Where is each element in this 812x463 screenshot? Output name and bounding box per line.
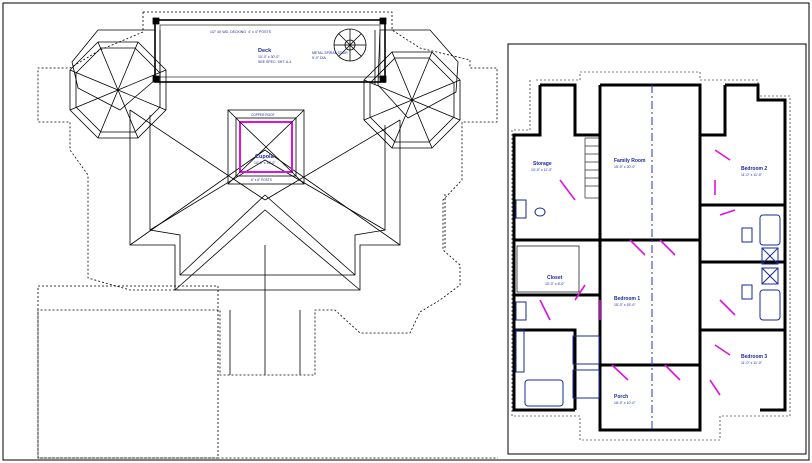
room-bedroom2-dim: 11'-0" x 11'-0" — [741, 173, 763, 177]
room-bedroom3-dim: 11'-0" x 11'-0" — [741, 361, 763, 365]
room-porch-dim: 16'-0" x 10'-0" — [614, 401, 636, 405]
room-storage-dim: 10'-0" x 11'-0" — [531, 168, 553, 172]
exterior-walls — [512, 83, 787, 432]
cupola-dim: 10'-0" x 10'-0" — [254, 161, 276, 165]
roof-deck — [152, 17, 387, 83]
roof-plan — [37, 11, 498, 459]
closet-inner — [516, 245, 580, 293]
room-bedroom3-label: Bedroom 3 — [741, 354, 767, 360]
interior-stair — [584, 137, 601, 199]
floor-plan — [507, 43, 807, 455]
room-family-label: Family Room — [614, 158, 646, 164]
room-bedroom2-label: Bedroom 2 — [741, 166, 767, 172]
room-bedroom1-label: Bedroom 1 — [614, 296, 640, 302]
stair-note-2: 5'-0" DIA. — [312, 56, 327, 60]
deck-title: Deck — [258, 48, 272, 54]
cupola — [227, 109, 305, 185]
deck-note-right: 4" x 4" POSTS — [248, 30, 272, 34]
cupola-title: Cupola — [255, 154, 275, 160]
deck-note-2: SEE SPEC. SHT. A-4 — [258, 60, 291, 64]
left-turret — [69, 41, 167, 139]
room-bedroom1-dim: 15'-0" x 15'-0" — [614, 303, 636, 307]
cupola-top-note: COPPER ROOF — [251, 113, 275, 117]
room-closet-dim: 10'-0" x 6'-0" — [545, 282, 565, 286]
room-closet-label: Closet — [547, 275, 563, 281]
roof-overhang-outline — [37, 11, 498, 459]
stair-note: METAL SPIRAL STAIR — [312, 51, 348, 55]
deck-note-1: 10'-0" x 30'-0" — [258, 55, 280, 59]
floor-plan-frame — [507, 43, 807, 455]
cupola-bottom-note: 6" x 6" POSTS — [251, 178, 272, 182]
room-porch-label: Porch — [614, 394, 628, 400]
right-turret — [363, 51, 461, 149]
deck-note-left: 1/2" 4X WD. DECKING — [210, 30, 246, 34]
room-storage-label: Storage — [533, 161, 552, 167]
doors — [539, 149, 736, 396]
roof-plan-labels: Deck 10'-0" x 30'-0" SEE SPEC. SHT. A-4 … — [210, 30, 348, 182]
room-labels: Storage 10'-0" x 11'-0" Family Room 15'-… — [531, 158, 767, 405]
spiral-stair — [333, 28, 367, 62]
fixtures — [515, 199, 781, 407]
room-family-dim: 15'-0" x 20'-0" — [614, 165, 636, 169]
